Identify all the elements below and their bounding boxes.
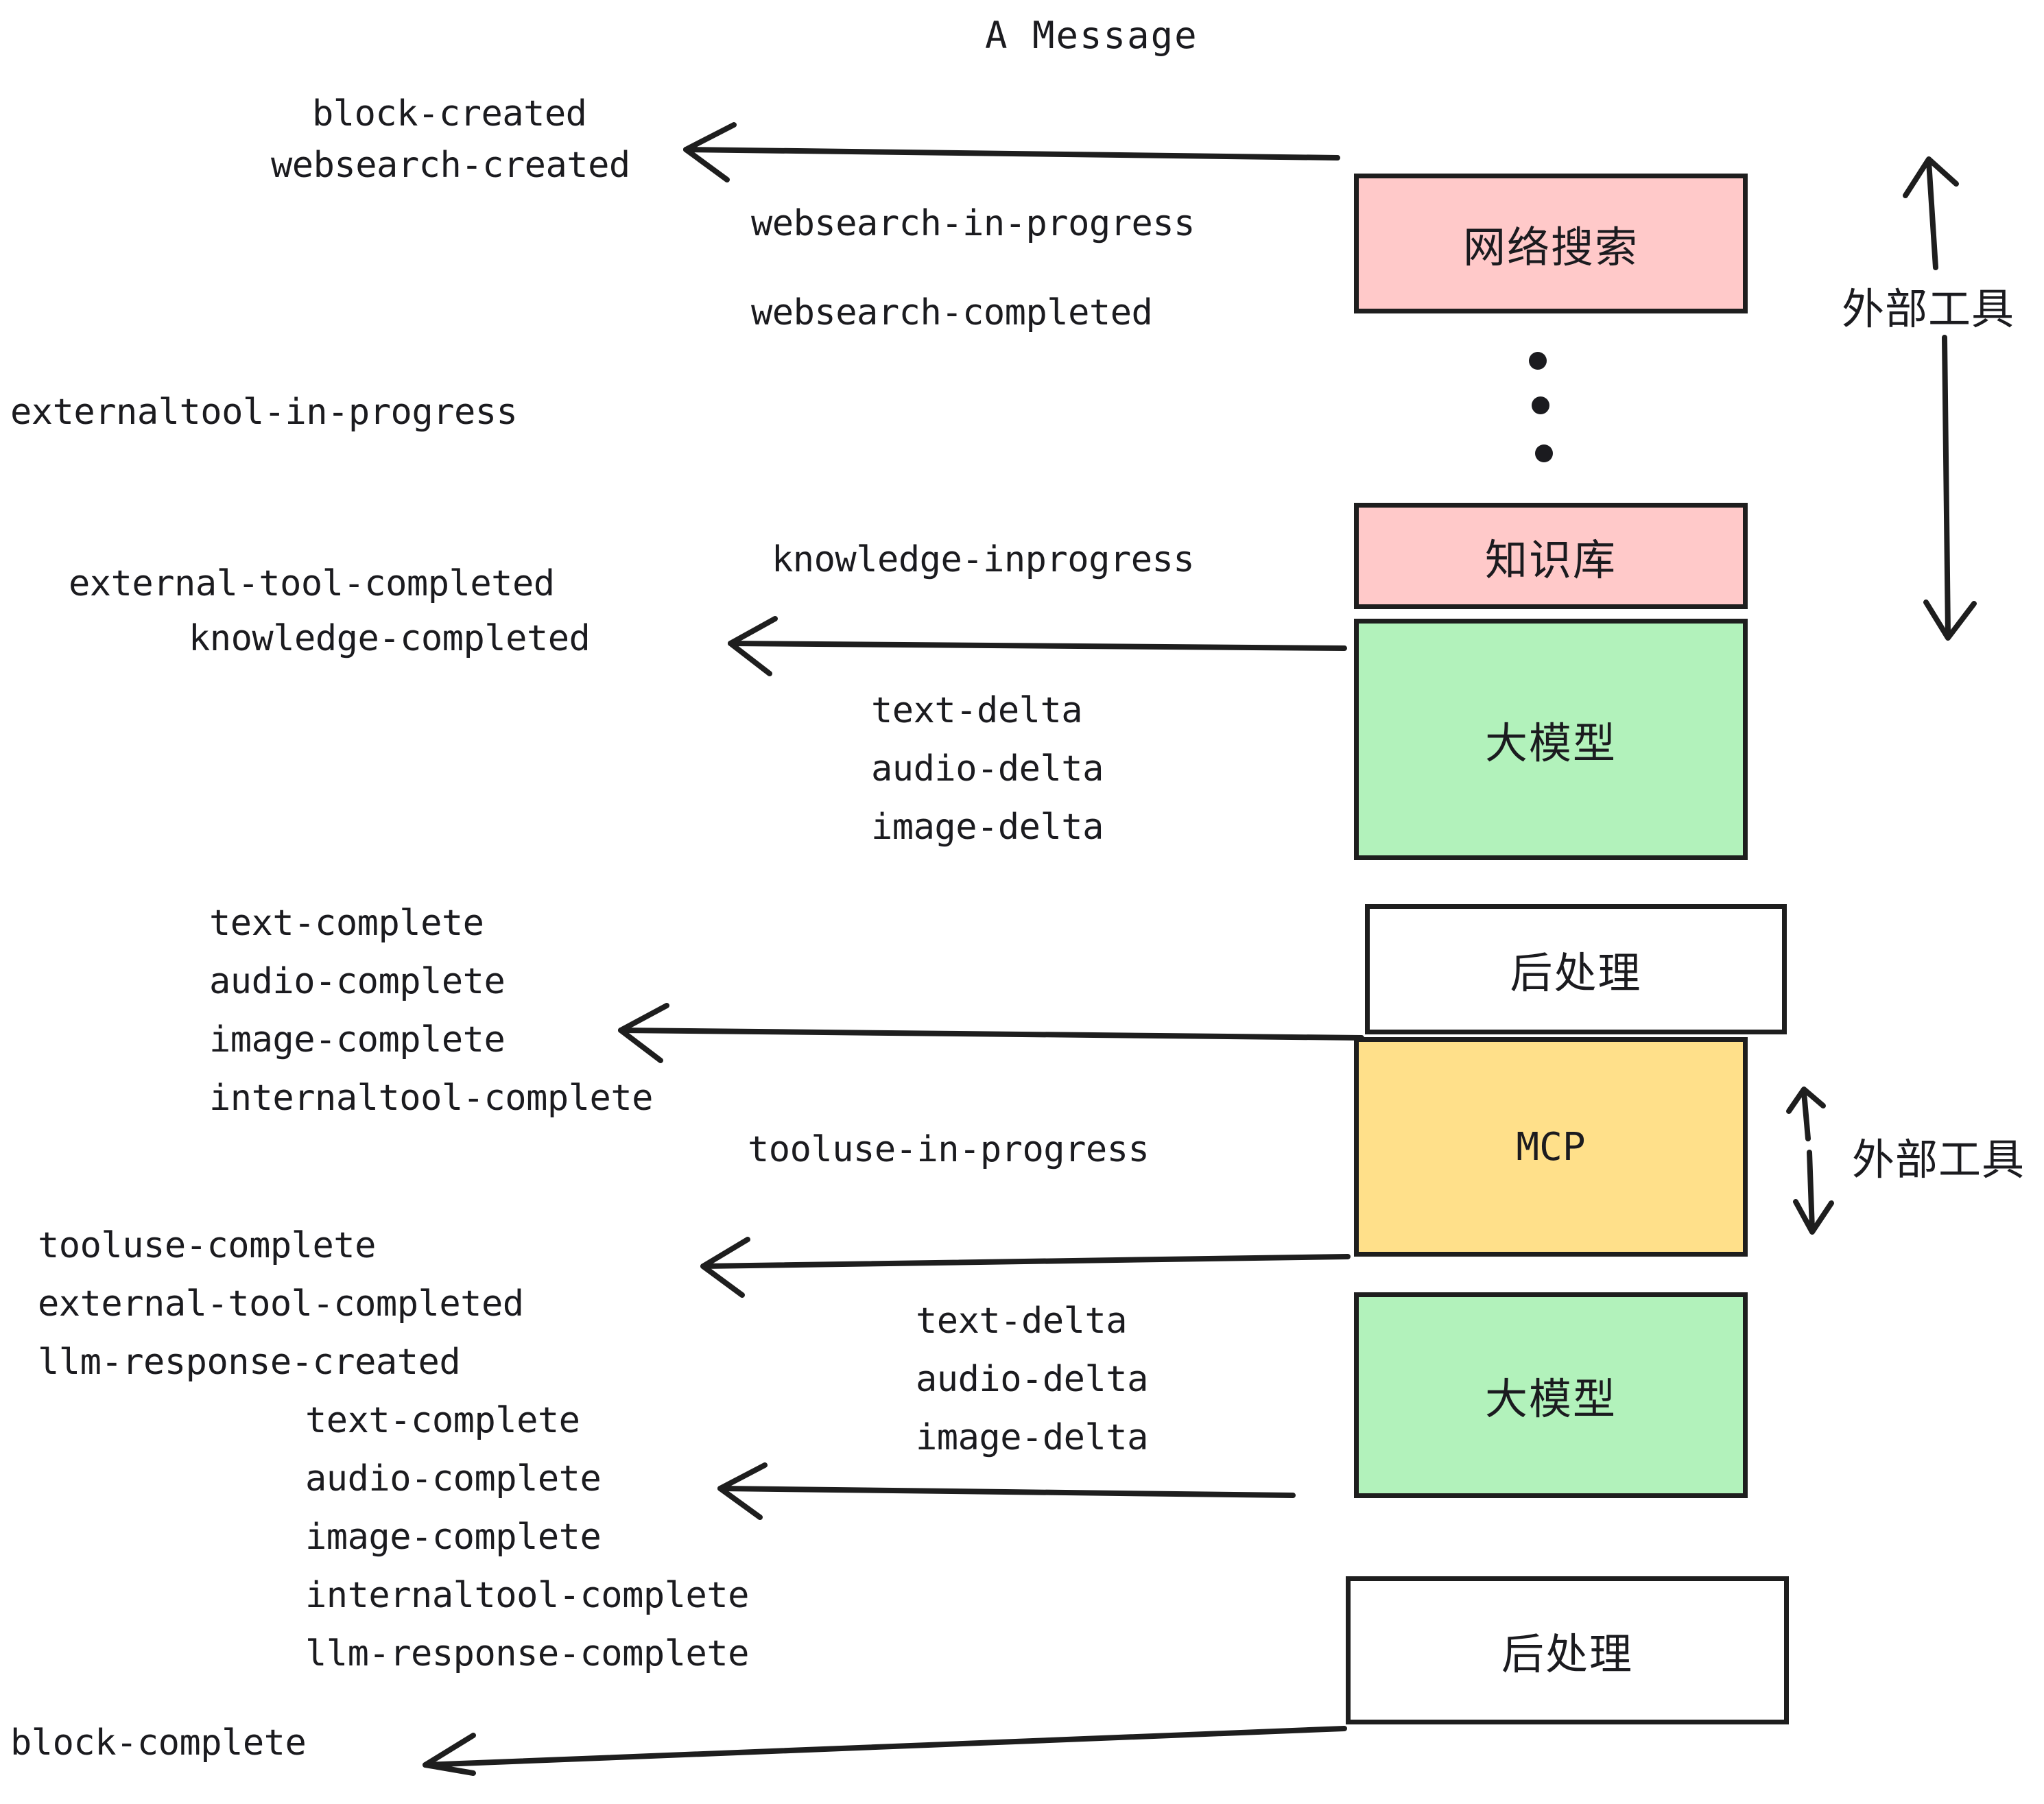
ellipsis-dot bbox=[1535, 444, 1553, 462]
event-label: externaltool-in-progress bbox=[10, 392, 518, 433]
arrow-mcp-to-toolusecomplete bbox=[700, 1254, 1351, 1269]
event-label: image-delta bbox=[916, 1417, 1148, 1458]
event-label: audio-delta bbox=[871, 748, 1104, 790]
arrow-postprocess-to-imagecomplete bbox=[618, 1028, 1364, 1041]
event-label: text-complete bbox=[305, 1400, 580, 1441]
event-label: text-complete bbox=[209, 903, 484, 944]
arrow-head-4 bbox=[700, 1237, 750, 1298]
event-label: block-complete bbox=[10, 1722, 307, 1764]
arrow-external-tool-up-bottom bbox=[1801, 1089, 1811, 1141]
node-box-websearch[interactable]: 网络搜索 bbox=[1354, 174, 1748, 313]
event-label: image-complete bbox=[305, 1517, 602, 1558]
event-label: websearch-created bbox=[271, 145, 630, 186]
node-box-llm-bottom[interactable]: 大模型 bbox=[1354, 1292, 1748, 1498]
external-tool-label-top: 外部工具 bbox=[1842, 284, 2015, 334]
arrow-knowledge-to-completed bbox=[728, 641, 1347, 651]
event-label: websearch-completed bbox=[751, 292, 1153, 333]
arrow-websearch-to-blockcreated bbox=[683, 147, 1340, 161]
node-box-llm-top[interactable]: 大模型 bbox=[1354, 619, 1748, 860]
event-label: external-tool-completed bbox=[38, 1283, 524, 1325]
event-label: knowledge-completed bbox=[189, 618, 591, 659]
node-box-postprocess-bottom[interactable]: 后处理 bbox=[1346, 1576, 1789, 1724]
arrow-head-6 bbox=[423, 1733, 476, 1776]
arrow-head-5 bbox=[717, 1462, 768, 1520]
event-label: tooluse-complete bbox=[38, 1225, 376, 1266]
arrow-llm-to-audiocomplete bbox=[717, 1486, 1296, 1498]
event-label: internaltool-complete bbox=[305, 1575, 749, 1616]
arrow-external-tool-down-top bbox=[1942, 335, 1951, 637]
arrow-head-up-bottom bbox=[1786, 1087, 1826, 1114]
event-label: internaltool-complete bbox=[209, 1078, 653, 1119]
event-label: llm-response-complete bbox=[305, 1633, 749, 1674]
node-box-mcp[interactable]: MCP bbox=[1354, 1037, 1748, 1257]
event-label: text-delta bbox=[916, 1301, 1128, 1342]
event-label: external-tool-completed bbox=[69, 563, 555, 604]
arrow-head-down-bottom bbox=[1793, 1199, 1834, 1235]
external-tool-label-bottom: 外部工具 bbox=[1852, 1135, 2025, 1185]
ellipsis-dot bbox=[1532, 396, 1549, 414]
event-label: audio-complete bbox=[305, 1458, 602, 1499]
event-label: text-delta bbox=[871, 690, 1083, 731]
event-label: image-delta bbox=[871, 807, 1104, 848]
event-label: audio-delta bbox=[916, 1359, 1148, 1400]
node-box-knowledge-base[interactable]: 知识库 bbox=[1354, 503, 1748, 609]
arrow-head-1 bbox=[683, 122, 737, 182]
event-label: block-created bbox=[312, 93, 587, 134]
arrow-external-tool-down-bottom bbox=[1807, 1150, 1815, 1232]
node-box-postprocess-top[interactable]: 后处理 bbox=[1365, 904, 1787, 1034]
arrow-head-up-top bbox=[1903, 156, 1959, 198]
event-label: llm-response-created bbox=[38, 1342, 461, 1383]
arrow-head-down-top bbox=[1923, 600, 1977, 641]
event-label: knowledge-inprogress bbox=[772, 539, 1195, 580]
event-label: audio-complete bbox=[209, 961, 506, 1002]
arrow-head-2 bbox=[728, 616, 778, 676]
arrow-postprocess-to-blockcomplete bbox=[423, 1726, 1347, 1768]
arrow-external-tool-up-top bbox=[1926, 158, 1938, 270]
ellipsis-dot bbox=[1529, 352, 1547, 370]
event-label: websearch-in-progress bbox=[751, 203, 1195, 244]
event-label: image-complete bbox=[209, 1019, 506, 1060]
arrow-head-3 bbox=[618, 1003, 669, 1063]
event-label: tooluse-in-progress bbox=[748, 1129, 1150, 1170]
diagram-title: A Message bbox=[985, 14, 1198, 57]
